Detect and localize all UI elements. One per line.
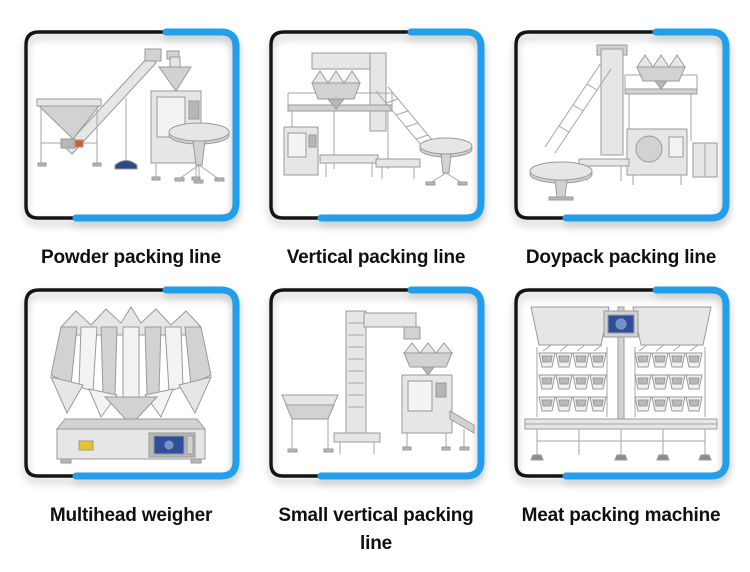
product-image-frame[interactable] xyxy=(264,28,488,222)
product-image-frame[interactable] xyxy=(264,286,488,480)
product-card[interactable]: Powder packing line xyxy=(19,28,243,286)
product-label: Doypack packing line xyxy=(525,247,717,268)
product-label: Meat packing machine xyxy=(521,505,721,526)
product-card[interactable]: Vertical packing line xyxy=(264,28,488,286)
product-image-frame[interactable] xyxy=(19,28,243,222)
product-image-frame[interactable] xyxy=(509,286,733,480)
doypack-packing-line-image xyxy=(529,44,718,201)
small-vertical-packing-line-image xyxy=(281,310,475,454)
powder-packing-line-image xyxy=(36,48,230,184)
product-image-frame[interactable] xyxy=(509,28,733,222)
product-label: Vertical packing line xyxy=(286,247,466,268)
product-label: Small vertical packing line xyxy=(278,505,474,554)
product-label: Multihead weigher xyxy=(49,505,213,526)
vertical-packing-line-image xyxy=(283,52,473,186)
product-image-frame[interactable] xyxy=(19,286,243,480)
product-card[interactable]: Meat packing machine xyxy=(509,286,733,572)
multihead-weigher-image xyxy=(50,306,212,464)
product-label: Powder packing line xyxy=(41,247,221,268)
meat-packing-machine-image xyxy=(524,306,718,461)
product-card[interactable]: Multihead weigher xyxy=(19,286,243,572)
product-card[interactable]: Small vertical packing line xyxy=(264,286,488,572)
product-card[interactable]: Doypack packing line xyxy=(509,28,733,286)
